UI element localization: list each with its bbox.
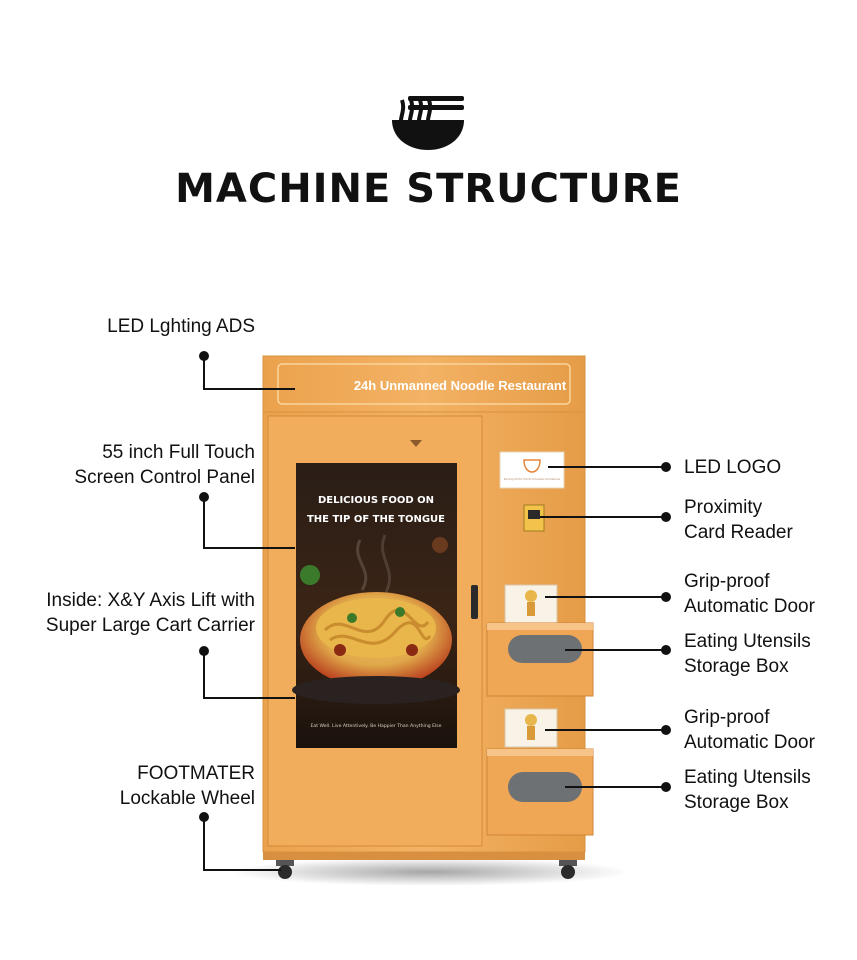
logo-card-text: Running Cold For Food to Convenient And … (504, 478, 561, 481)
callout-door-1: Grip-proof Automatic Door (684, 571, 815, 617)
callout-led-ads: LED Lghting ADS (107, 316, 255, 337)
banner-text: 24h Unmanned Noodle Restaurant (354, 378, 567, 393)
led-logo-card (499, 451, 565, 489)
callout-card-reader: Proximity Card Reader (684, 497, 793, 543)
screen-footer: Eat Well. Live Attentively. Be Happier T… (310, 723, 441, 729)
callout-lift: Inside: X&Y Axis Lift with Super Large C… (45, 590, 255, 636)
leader-dots-right (661, 462, 671, 792)
wheel-right (559, 860, 577, 879)
page-title: MACHINE STRUCTURE (175, 166, 682, 212)
machine-top-banner (262, 355, 586, 413)
floor-shadow (230, 858, 630, 886)
screen-headline-1: DELICIOUS FOOD ON (318, 495, 434, 506)
callout-led-logo: LED LOGO (684, 457, 782, 478)
machine-base (263, 852, 585, 860)
screen-headline-2: THE TIP OF THE TONGUE (307, 514, 445, 525)
noodle-bowl-icon (392, 96, 464, 150)
wheel-left (276, 860, 294, 879)
callout-wheel: FOOTMATER Lockable Wheel (119, 763, 255, 809)
callout-touch-screen: 55 inch Full Touch Screen Control Panel (74, 442, 255, 488)
leader-lines-left (203, 356, 295, 871)
leader-lines-right (540, 466, 666, 788)
leader-dots-left (199, 351, 209, 822)
callout-storage-2: Eating Utensils Storage Box (684, 767, 811, 813)
callout-door-2: Grip-proof Automatic Door (684, 707, 815, 753)
callout-storage-1: Eating Utensils Storage Box (684, 631, 811, 677)
door-handle[interactable] (471, 585, 478, 619)
